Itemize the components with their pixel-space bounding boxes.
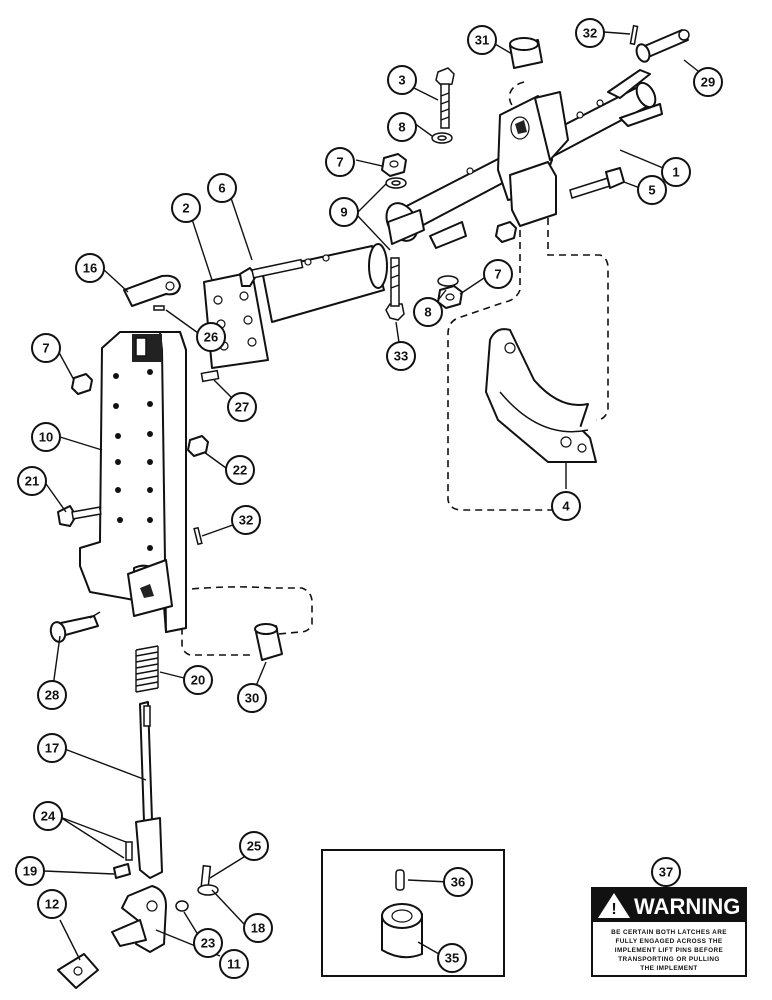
- callout-label: 1: [672, 165, 679, 180]
- callout-32: 32: [575, 18, 605, 48]
- callout-label: 32: [239, 513, 253, 528]
- callout-18: 18: [243, 913, 273, 943]
- callout-label: 18: [251, 921, 265, 936]
- callout-label: 8: [424, 305, 431, 320]
- callout-label: 7: [42, 341, 49, 356]
- callout-25: 25: [239, 831, 269, 861]
- callout-label: 20: [191, 673, 205, 688]
- callout-label: 19: [23, 864, 37, 879]
- callout-29: 29: [693, 67, 723, 97]
- callout-label: 33: [394, 349, 408, 364]
- callout-9: 9: [329, 197, 359, 227]
- latch-plate: [485, 328, 597, 463]
- warning-line: THE IMPLEMENT: [640, 965, 697, 972]
- callout-17: 17: [37, 733, 67, 763]
- callout-1: 1: [661, 157, 691, 187]
- callout-label: 26: [204, 330, 218, 345]
- callout-label: 24: [41, 809, 56, 824]
- assembly-guide-lines: [179, 81, 609, 656]
- callout-36: 36: [443, 867, 473, 897]
- warning-triangle-icon: [598, 893, 630, 918]
- cross-tube-assembly: [385, 69, 663, 249]
- callout-27: 27: [227, 392, 257, 422]
- callout-label: 12: [45, 897, 59, 912]
- warning-line: FULLY ENGAGED ACROSS THE: [615, 938, 722, 945]
- mount-plate-tube: [200, 243, 388, 383]
- callout-label: 28: [45, 688, 59, 703]
- callout-21: 21: [17, 466, 47, 496]
- callout-31: 31: [467, 25, 497, 55]
- callout-20: 20: [183, 665, 213, 695]
- callout-28: 28: [37, 680, 67, 710]
- callout-label: 22: [233, 463, 247, 478]
- callout-7: 7: [325, 147, 355, 177]
- callout-6: 6: [207, 173, 237, 203]
- callout-label: 2: [182, 201, 189, 216]
- inset-detail-box: [321, 849, 505, 977]
- callout-label: 36: [451, 875, 465, 890]
- callout-3: 3: [387, 65, 417, 95]
- warning-decal-title: WARNING: [634, 894, 740, 919]
- callout-11: 11: [219, 949, 249, 979]
- callout-30: 30: [237, 683, 267, 713]
- callout-23: 23: [193, 928, 223, 958]
- callout-label: 10: [39, 430, 53, 445]
- callout-32: 32: [231, 505, 261, 535]
- callout-label: 6: [218, 181, 225, 196]
- callout-label: 7: [336, 155, 343, 170]
- callout-balloons: 1234567778891011121617181920212223242526…: [15, 18, 723, 979]
- callout-label: 27: [235, 400, 249, 415]
- callout-22: 22: [225, 455, 255, 485]
- callout-label: 4: [562, 499, 570, 514]
- callout-16: 16: [75, 253, 105, 283]
- callout-12: 12: [37, 889, 67, 919]
- warning-decal: ! WARNING BE CERTAIN BOTH LATCHES ARE FUL…: [591, 887, 747, 977]
- callout-label: 8: [398, 120, 405, 135]
- callout-37: 37: [651, 857, 681, 887]
- warning-line: TRANSPORTING OR PULLING: [618, 956, 720, 963]
- callout-7: 7: [31, 333, 61, 363]
- callout-19: 19: [15, 856, 45, 886]
- callout-10: 10: [31, 422, 61, 452]
- callout-26: 26: [196, 322, 226, 352]
- latch-handle: [123, 274, 181, 311]
- callout-4: 4: [551, 491, 581, 521]
- callout-label: 25: [247, 839, 261, 854]
- callout-label: 5: [648, 183, 655, 198]
- warning-line: IMPLEMENT LIFT PINS BEFORE: [615, 947, 724, 954]
- callout-label: 17: [45, 741, 59, 756]
- callout-label: 37: [659, 865, 673, 880]
- callout-label: 3: [398, 73, 405, 88]
- callout-2: 2: [171, 193, 201, 223]
- callout-33: 33: [386, 341, 416, 371]
- callout-label: 7: [494, 267, 501, 282]
- callout-35: 35: [437, 943, 467, 973]
- frame-upright: [57, 331, 209, 633]
- callout-label: 16: [83, 261, 97, 276]
- warning-line: BE CERTAIN BOTH LATCHES ARE: [611, 929, 727, 936]
- callout-label: 29: [701, 75, 715, 90]
- callout-label: 35: [445, 951, 459, 966]
- callout-8: 8: [413, 297, 443, 327]
- callout-24: 24: [33, 801, 63, 831]
- callout-label: 21: [25, 474, 39, 489]
- callout-7: 7: [483, 259, 513, 289]
- svg-text:!: !: [611, 901, 616, 918]
- callout-label: 30: [245, 691, 259, 706]
- callout-label: 32: [583, 26, 597, 41]
- callout-label: 23: [201, 936, 215, 951]
- callout-label: 9: [340, 205, 347, 220]
- warning-decal-text: BE CERTAIN BOTH LATCHES ARE FULLY ENGAGED…: [611, 929, 727, 972]
- callout-5: 5: [637, 175, 667, 205]
- callout-label: 31: [475, 33, 489, 48]
- callout-label: 11: [227, 957, 241, 972]
- lower-parts: [49, 611, 283, 989]
- callout-8: 8: [387, 112, 417, 142]
